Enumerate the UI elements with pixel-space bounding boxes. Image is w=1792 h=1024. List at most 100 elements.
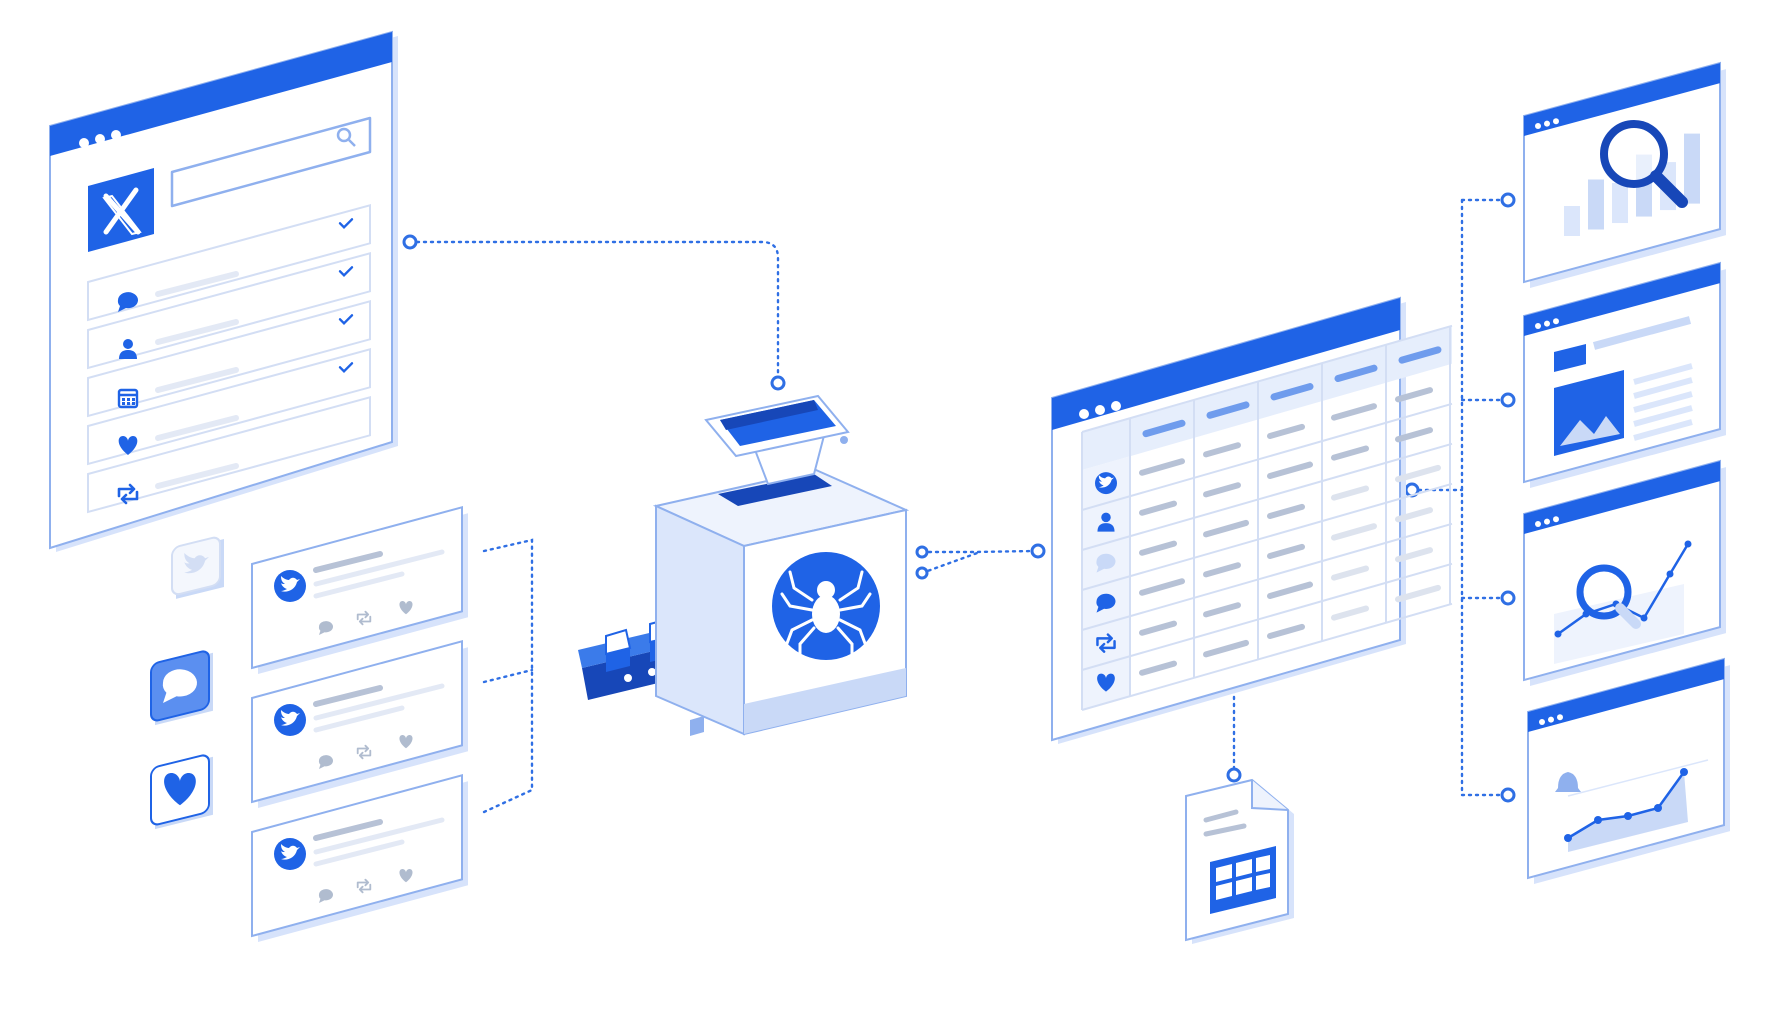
floating-heart-tile [150, 754, 213, 830]
table-cell [1395, 547, 1433, 563]
column-header [1142, 419, 1186, 438]
comment-icon [117, 292, 138, 312]
tweet-card[interactable] [251, 773, 468, 942]
connector-table-to-outputs [1410, 198, 1510, 797]
comment-icon [318, 621, 333, 635]
heart-icon [118, 436, 138, 455]
table-cell [1395, 507, 1433, 523]
check-icon [338, 266, 354, 277]
scraper-machine [578, 394, 910, 736]
comment-icon [1096, 553, 1116, 573]
check-icon [338, 314, 354, 325]
retweet-icon [117, 483, 139, 505]
source-row[interactable] [87, 347, 371, 466]
tweet-card[interactable] [251, 505, 468, 674]
table-row[interactable] [1096, 547, 1433, 653]
table-cell [1395, 584, 1441, 603]
table-cell [1331, 565, 1369, 581]
table-cell [1203, 639, 1249, 658]
table-row[interactable] [1096, 464, 1441, 573]
retweet-icon [356, 744, 372, 760]
tweet-avatar [274, 570, 306, 602]
table-header [1082, 325, 1452, 470]
area-chart-icon [1555, 759, 1709, 852]
table-cell [1395, 464, 1441, 483]
column-header [1398, 346, 1442, 364]
retweet-icon [1096, 633, 1116, 653]
input-hopper [704, 394, 850, 506]
heart-icon [164, 773, 196, 806]
tweet-avatar [274, 838, 306, 870]
user-icon [119, 339, 137, 359]
table-cell [1203, 442, 1241, 458]
comment-icon [162, 669, 197, 703]
table-row[interactable] [1097, 427, 1433, 532]
bird-icon [281, 844, 300, 860]
search-input[interactable] [170, 116, 372, 208]
table-cell [1203, 519, 1249, 538]
node-output-2 [1500, 392, 1516, 408]
window-dots [1535, 318, 1559, 329]
bell-icon [1555, 772, 1581, 792]
node-machine-out-2 [915, 566, 929, 580]
table-cell [1267, 503, 1305, 520]
table-window-titlebar [1052, 298, 1400, 430]
table-cell [1139, 660, 1177, 676]
table-row[interactable] [1097, 584, 1441, 692]
output-window[interactable] [1523, 61, 1726, 288]
check-icon [338, 362, 354, 373]
output-window[interactable] [1523, 459, 1726, 686]
tweet-card[interactable] [251, 639, 468, 808]
data-table-window [1051, 296, 1453, 744]
node-machine-out-1 [915, 545, 929, 559]
connectors [408, 198, 1510, 814]
table-cell [1203, 602, 1241, 618]
output-window-titlebar [1524, 461, 1720, 534]
connector-cards-bracket [482, 538, 534, 814]
table-row[interactable] [1096, 507, 1433, 613]
heart-icon [399, 869, 413, 883]
table-cell [1267, 423, 1305, 440]
table-cell [1139, 540, 1177, 556]
node-output-1 [1500, 192, 1516, 208]
window-dots [1535, 118, 1559, 129]
bird-icon [281, 576, 300, 592]
search-icon [336, 127, 356, 147]
table-cell [1267, 581, 1313, 600]
tweet-card-stack [251, 505, 468, 942]
bird-icon [281, 710, 300, 726]
source-row[interactable] [87, 203, 371, 322]
table-row[interactable] [1095, 387, 1433, 495]
column-header [1206, 401, 1250, 419]
retweet-icon [356, 610, 372, 626]
floating-comment-tile [150, 650, 213, 726]
image-article-icon [1554, 316, 1693, 456]
table-cell [1139, 458, 1185, 476]
table-cell [1267, 623, 1305, 640]
node-hopper [770, 375, 786, 391]
source-window-titlebar [50, 32, 392, 156]
output-windows [1523, 61, 1730, 884]
source-row[interactable] [87, 395, 371, 514]
table-cell [1395, 387, 1433, 403]
line-chart-icon [1554, 540, 1692, 664]
table-cell [1331, 485, 1369, 501]
connector-machine-to-table [920, 549, 1038, 575]
connector-source-to-hopper [408, 240, 780, 382]
output-window-titlebar [1528, 659, 1724, 732]
window-dots [79, 130, 121, 148]
tweet-avatar [274, 704, 306, 736]
user-icon [1097, 512, 1115, 532]
bird-icon [184, 553, 209, 574]
output-window[interactable] [1523, 261, 1726, 488]
window-dots [1539, 714, 1563, 725]
output-window[interactable] [1527, 657, 1730, 884]
conveyor-box [605, 628, 632, 672]
table-cell [1203, 562, 1241, 578]
source-row[interactable] [87, 299, 371, 418]
table-cell [1267, 543, 1305, 560]
source-row[interactable] [87, 251, 371, 370]
table-cell [1331, 403, 1377, 421]
